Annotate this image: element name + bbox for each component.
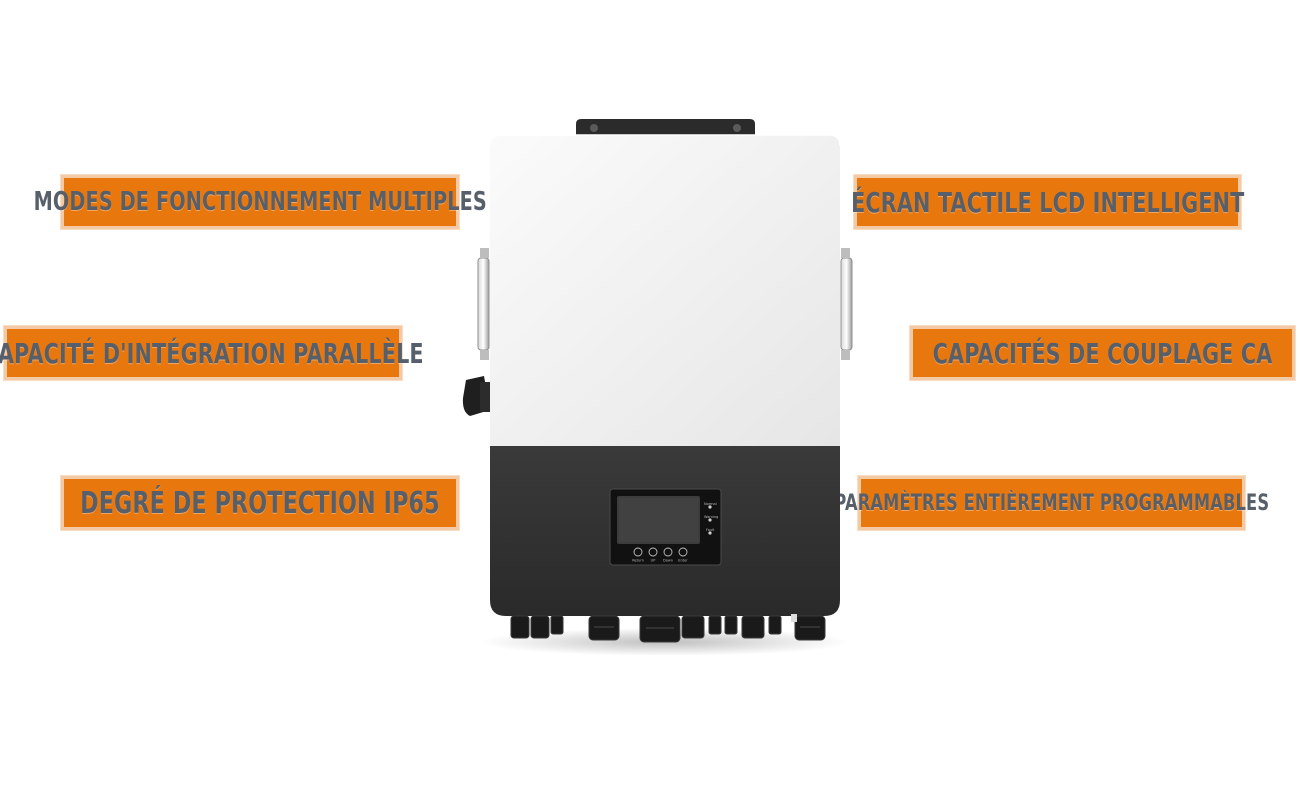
cable-gland <box>681 615 705 639</box>
cable-gland <box>708 615 722 635</box>
feature-text: ÉCRAN TACTILE LCD INTELLIGENT <box>850 185 1245 219</box>
inverter-image: Normal Warning Fault Return UP Down Ente… <box>462 119 853 655</box>
button-label-up: UP <box>651 559 656 563</box>
enter-button[interactable] <box>678 547 688 557</box>
led-normal <box>708 505 712 509</box>
button-label-down: Down <box>663 559 673 563</box>
led-warning <box>708 518 712 522</box>
button-label-enter: Enter <box>678 559 688 563</box>
feature-label-programmable: PARAMÈTRES ENTIÈREMENT PROGRAMMABLES <box>834 476 1269 530</box>
dc-switch-base <box>480 382 492 412</box>
feature-text: MODES DE FONCTIONNEMENT MULTIPLES <box>33 187 487 217</box>
mounting-bracket <box>576 119 755 136</box>
feature-text: CAPACITÉ D'INTÉGRATION PARALLÈLE <box>0 336 424 370</box>
cable-gland <box>550 615 564 635</box>
cable-gland <box>768 615 782 635</box>
device-cover-top <box>490 135 840 446</box>
button-label-return: Return <box>632 559 644 563</box>
cable-gland <box>530 615 550 639</box>
return-button[interactable] <box>633 547 643 557</box>
feature-text: DEGRÉ DE PROTECTION IP65 <box>80 485 440 521</box>
led-fault <box>708 531 712 535</box>
handle-mount <box>841 350 850 360</box>
feature-label-ac-coupling: CAPACITÉS DE COUPLAGE CA <box>910 326 1295 380</box>
handle-mount <box>480 248 489 258</box>
feature-text: CAPACITÉS DE COUPLAGE CA <box>932 336 1273 370</box>
handle-mount <box>480 350 489 360</box>
cover-highlight <box>489 134 841 147</box>
down-button[interactable] <box>663 547 673 557</box>
feature-label-lcd-touch: ÉCRAN TACTILE LCD INTELLIGENT <box>850 175 1245 229</box>
feature-text: PARAMÈTRES ENTIÈREMENT PROGRAMMABLES <box>834 490 1269 516</box>
side-handle-right <box>840 257 853 351</box>
connector-tab <box>791 614 797 622</box>
lcd-glare <box>619 498 698 542</box>
cable-gland <box>724 615 738 635</box>
handle-mount <box>841 248 850 258</box>
bracket-screw <box>733 124 741 132</box>
cable-gland <box>794 615 826 641</box>
cable-gland <box>639 615 681 643</box>
led-label-fault: Fault <box>706 528 715 532</box>
feature-label-ip65: DEGRÉ DE PROTECTION IP65 <box>61 476 459 530</box>
up-button[interactable] <box>648 547 658 557</box>
led-label-normal: Normal <box>704 502 717 506</box>
feature-label-parallel: CAPACITÉ D'INTÉGRATION PARALLÈLE <box>0 326 423 380</box>
led-label-warning: Warning <box>704 515 718 519</box>
cable-gland <box>588 615 620 641</box>
side-handle-left <box>477 257 490 351</box>
cable-gland <box>510 615 530 639</box>
bracket-screw <box>590 124 598 132</box>
cable-gland <box>741 615 765 639</box>
feature-label-operating-modes: MODES DE FONCTIONNEMENT MULTIPLES <box>33 175 487 229</box>
